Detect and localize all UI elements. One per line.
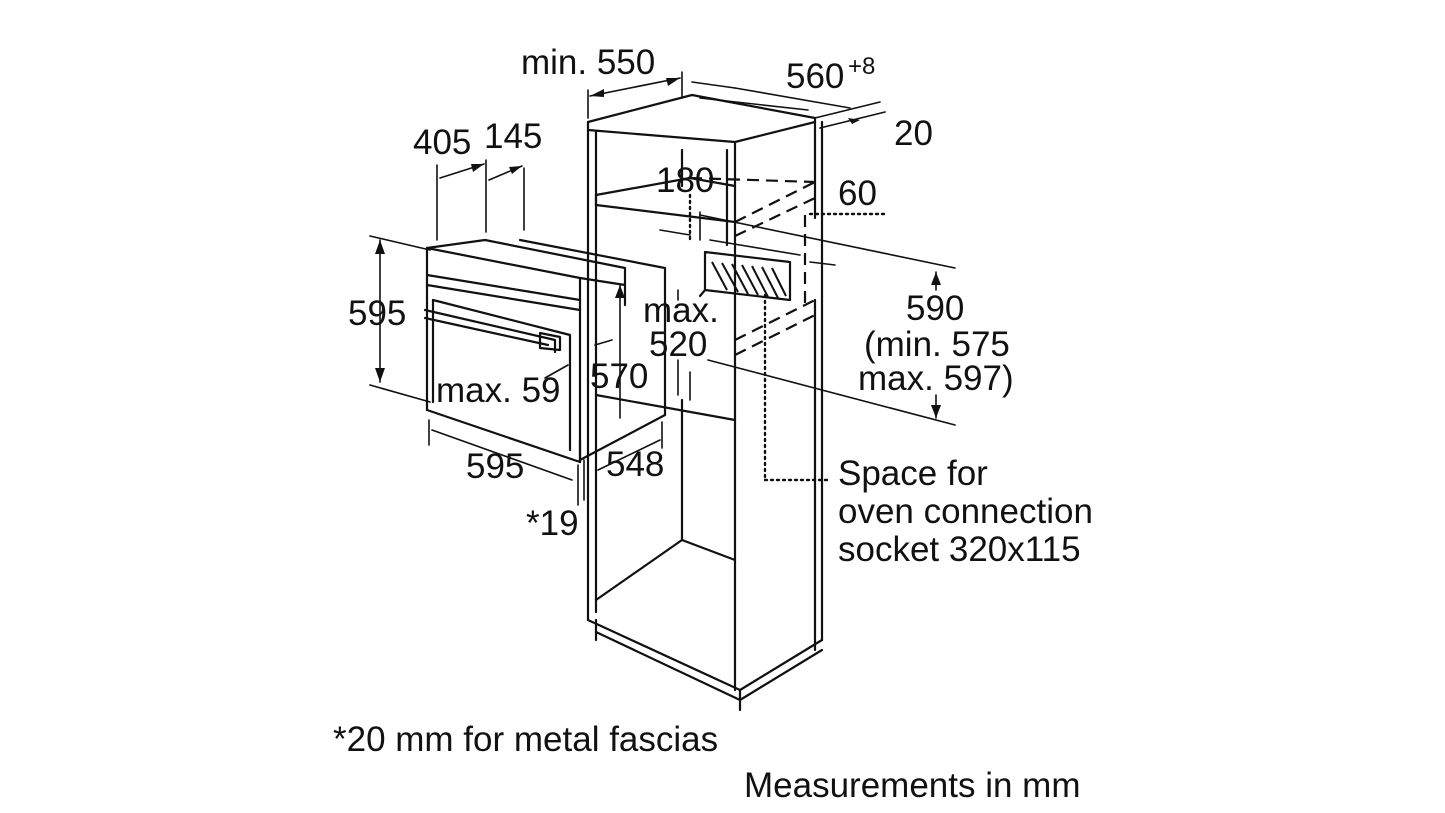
label-145: 145 [484, 117, 542, 156]
label-max: max. [643, 291, 719, 330]
units-note: Measurements in mm [744, 766, 1080, 805]
label-570: 570 [590, 357, 648, 396]
footnote: *20 mm for metal fascias [333, 720, 718, 759]
label-socket-line1: Space for [838, 454, 988, 493]
label-socket-line3: socket 320x115 [838, 530, 1081, 569]
label-min-550: min. 550 [521, 43, 655, 82]
label-20: 20 [894, 114, 933, 153]
label-520: 520 [649, 325, 707, 364]
label-590-min: (min. 575 [864, 325, 1010, 364]
label-max-59: max. 59 [436, 371, 561, 410]
label-590: 590 [906, 289, 964, 328]
label-595-height: 595 [348, 294, 406, 333]
label-590-max: max. 597) [858, 359, 1014, 398]
label-595-width: 595 [466, 447, 524, 486]
oven-body [423, 238, 667, 464]
label-19: *19 [526, 504, 579, 543]
dimension-labels: min. 550 560 +8 20 405 145 180 60 595 ma… [333, 43, 1093, 805]
label-405: 405 [413, 123, 471, 162]
label-socket-line2: oven connection [838, 492, 1093, 531]
label-180: 180 [656, 161, 714, 200]
label-560-tolerance: +8 [848, 53, 875, 80]
label-60: 60 [838, 174, 877, 213]
label-548: 548 [606, 445, 664, 484]
dimension-lines [369, 71, 956, 506]
label-560: 560 [786, 57, 844, 96]
